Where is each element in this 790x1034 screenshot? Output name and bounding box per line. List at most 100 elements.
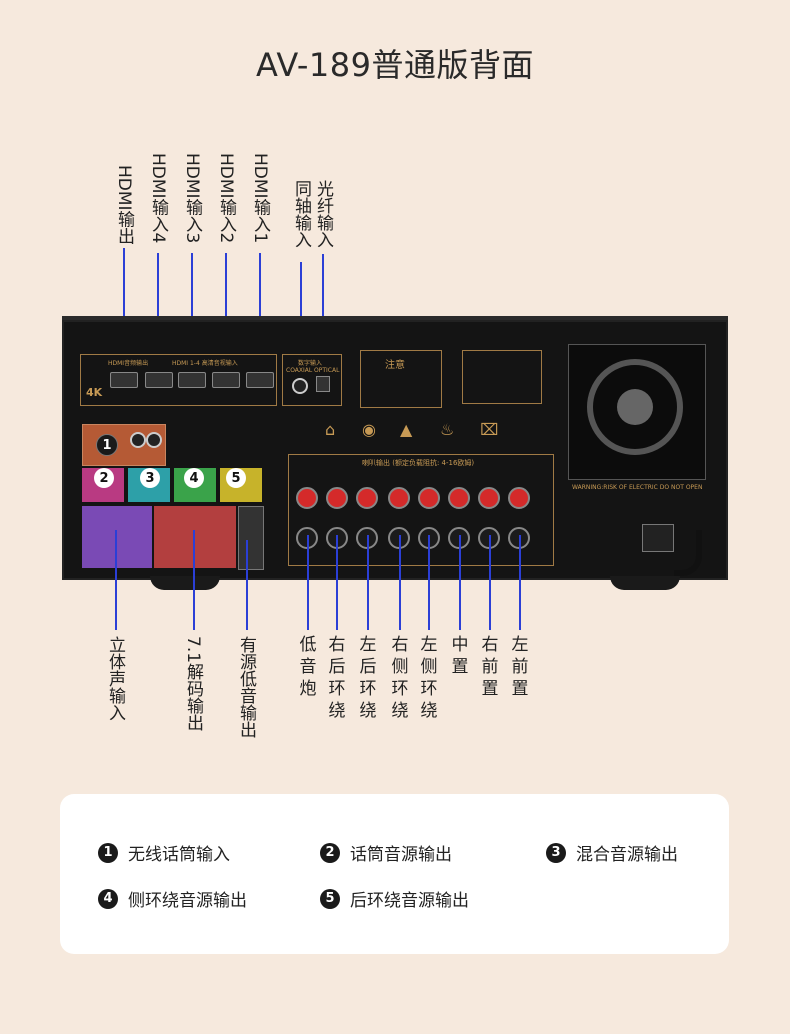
legend-item-4: 4 侧环绕音源输出 [98, 886, 247, 911]
line-hdmi-out [123, 248, 125, 368]
mountain-icon: ▲ [400, 420, 413, 439]
label-decode-out: 7.1解码输出 [183, 636, 203, 732]
label-subwoofer: 低音炮 [299, 635, 317, 699]
device-rear-panel: 4K HDMI 1-4 高清音视输入 HDMI音频输出 数字输入 COAXIAL… [62, 316, 728, 580]
spk-c-pos[interactable] [448, 487, 470, 509]
label-4k: 4K [86, 386, 103, 399]
label-optical-in: 光纤输入 [313, 180, 333, 248]
wireless-mic-jack-a[interactable] [130, 432, 146, 448]
line-hdmi-in2 [225, 253, 227, 368]
line-hdmi-in4 [157, 253, 159, 368]
spk-sub-pos[interactable] [296, 487, 318, 509]
home-icon: ⌂ [325, 420, 336, 439]
line-side-left [428, 535, 430, 630]
speaker-output-area [288, 454, 554, 566]
label-hdmi-in2: HDMI输入2 [216, 153, 236, 244]
hdmi-in3-port[interactable] [178, 372, 206, 388]
hdmi-in1-port[interactable] [246, 372, 274, 388]
cooling-fan [568, 344, 706, 480]
warning-label: WARNING:RISK OF ELECTRIC DO NOT OPEN [572, 484, 703, 491]
hdmi-in4-port[interactable] [145, 372, 173, 388]
speaker-header: 喇叭输出 (额定负载阻抗: 4-16欧姆) [362, 459, 475, 467]
legend-item-5: 5 后环绕音源输出 [320, 886, 469, 911]
label-hdmi-out: HDMI输出 [114, 165, 134, 245]
badge-2: 2 [94, 468, 114, 488]
spk-rl-pos[interactable] [356, 487, 378, 509]
label-hdmi-in1: HDMI输入1 [250, 153, 270, 244]
digital-in-label: 数字输入 [298, 360, 323, 367]
optical-port[interactable] [316, 376, 330, 392]
power-cord-icon [674, 530, 702, 576]
hdmi-area [80, 354, 277, 406]
legend-item-3: 3 混合音源输出 [546, 840, 678, 865]
fan-blades-icon [587, 359, 683, 455]
line-stereo-in [115, 530, 117, 630]
hdmi-in2-port[interactable] [212, 372, 240, 388]
subwoofer-active-block [238, 506, 264, 570]
label-hdmi-in3: HDMI输入3 [182, 153, 202, 244]
label-rear-right: 右后环绕 [328, 635, 346, 721]
spk-rr-pos[interactable] [326, 487, 348, 509]
legend-text-2: 话筒音源输出 [350, 845, 452, 865]
label-hdmi-in4: HDMI输入4 [148, 153, 168, 244]
line-front-left [519, 535, 521, 630]
caution-label: 注意 [385, 360, 405, 371]
label-front-right: 右前置 [481, 635, 499, 699]
legend-text-3: 混合音源输出 [576, 845, 678, 865]
hdmi-out-small-label: HDMI音频输出 [108, 360, 149, 367]
fan-hub-icon [617, 389, 653, 425]
legend-badge-2: 2 [320, 842, 340, 863]
legend-badge-3: 3 [546, 842, 566, 863]
line-optical [322, 254, 324, 372]
spk-sl-pos[interactable] [418, 487, 440, 509]
hdmi-out-port[interactable] [110, 372, 138, 388]
optical-label: OPTICAL [314, 367, 340, 374]
coaxial-port[interactable] [292, 378, 308, 394]
label-rear-left: 左后环绕 [359, 635, 377, 721]
decode-output-block [154, 506, 236, 568]
caution-box [360, 350, 442, 408]
legend-badge-4: 4 [98, 888, 118, 909]
line-center [459, 535, 461, 630]
line-sub-active [246, 540, 248, 630]
legend-box: 1 无线话筒输入 2 话筒音源输出 3 混合音源输出 4 侧环绕音源输出 5 后… [60, 794, 729, 954]
device-foot-right [610, 576, 680, 590]
recycle-bin-icon: ⌧ [480, 420, 499, 439]
line-subwoofer [307, 535, 309, 630]
hdmi-section-label: HDMI 1-4 高清音视输入 [172, 360, 238, 367]
coaxial-label: COAXIAL [286, 367, 313, 374]
legend-badge-5: 5 [320, 888, 340, 909]
line-rear-left [367, 535, 369, 630]
line-front-right [489, 535, 491, 630]
wireless-mic-jack-b[interactable] [146, 432, 162, 448]
spk-sr-pos[interactable] [388, 487, 410, 509]
label-front-left: 左前置 [511, 635, 529, 699]
legend-text-5: 后环绕音源输出 [350, 891, 469, 911]
digital-input-area [282, 354, 342, 406]
label-sub-active: 有源低音输出 [236, 636, 256, 738]
label-side-left: 左侧环绕 [420, 635, 438, 721]
label-coaxial-in: 同轴输入 [291, 180, 311, 248]
legend-text-1: 无线话筒输入 [128, 845, 230, 865]
label-center: 中置 [451, 635, 469, 677]
legend-item-1: 1 无线话筒输入 [98, 840, 230, 865]
spk-fl-pos[interactable] [508, 487, 530, 509]
power-inlet[interactable] [642, 524, 674, 552]
badge-5: 5 [226, 468, 246, 488]
legend-badge-1: 1 [98, 842, 118, 863]
badge-3: 3 [140, 468, 160, 488]
device-foot-left [150, 576, 220, 590]
line-rear-right [336, 535, 338, 630]
spec-box [462, 350, 542, 404]
label-stereo-in: 立体声输入 [105, 636, 125, 721]
spk-fr-pos[interactable] [478, 487, 500, 509]
stereo-input-block [82, 506, 152, 568]
line-side-right [399, 535, 401, 630]
legend-text-4: 侧环绕音源输出 [128, 891, 247, 911]
line-decode-out [193, 530, 195, 630]
page-title: AV-189普通版背面 [256, 46, 534, 84]
line-hdmi-in1 [259, 253, 261, 368]
line-hdmi-in3 [191, 253, 193, 368]
disc-icon: ◉ [362, 420, 376, 439]
label-side-right: 右侧环绕 [391, 635, 409, 721]
